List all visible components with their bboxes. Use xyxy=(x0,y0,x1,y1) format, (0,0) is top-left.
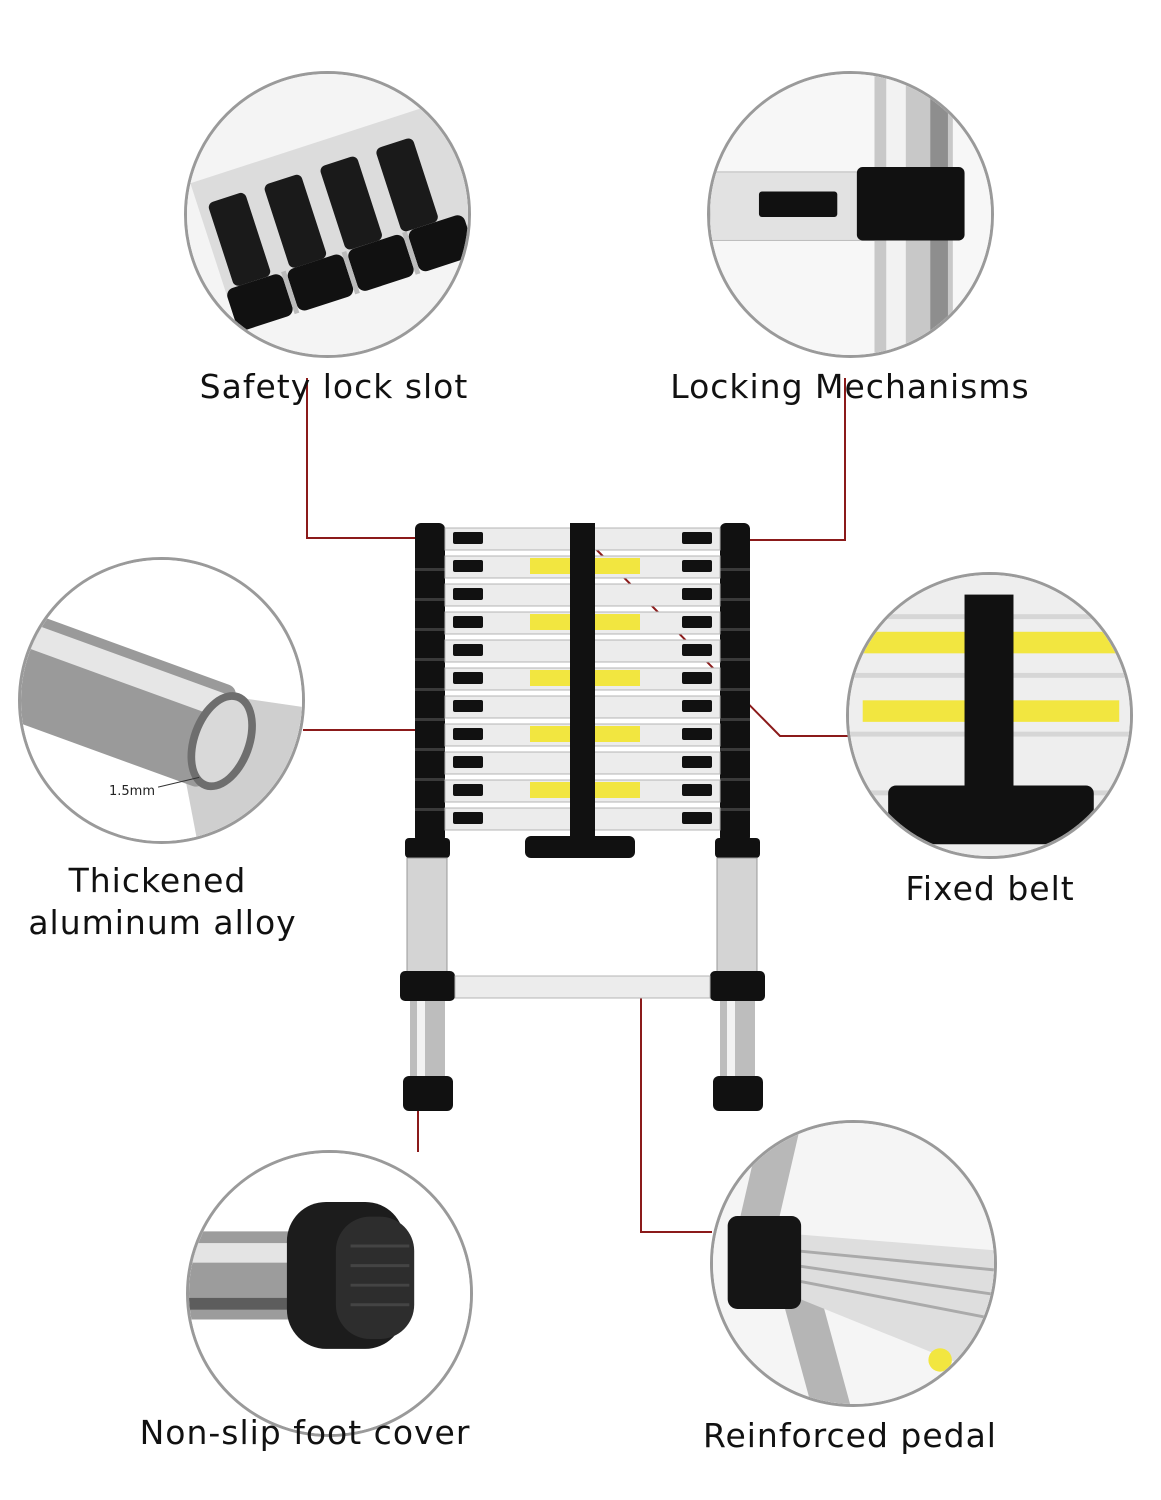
telescopic-ladder-image xyxy=(400,523,765,1111)
fixed-belt-detail-image xyxy=(846,572,1133,859)
reinforced-pedal-label: Reinforced pedal xyxy=(703,1416,997,1455)
fixed-belt-label: Fixed belt xyxy=(905,869,1075,908)
reinforced-pedal-detail-image xyxy=(710,1120,997,1407)
aluminum-alloy-label-line2: aluminum alloy xyxy=(28,903,297,942)
connector-safety-lock xyxy=(306,378,432,539)
locking-mechanism-detail-image xyxy=(707,71,994,358)
foot-cover-detail-image xyxy=(186,1150,473,1437)
aluminum-alloy-label-line1: Thickened xyxy=(68,861,247,900)
safety-lock-label: Safety lock slot xyxy=(199,367,469,406)
locking-mechanism-label: Locking Mechanisms xyxy=(670,367,1030,406)
thickness-dimension-text: 1.5mm xyxy=(109,784,156,799)
aluminum-alloy-detail-image: 1.5mm xyxy=(18,557,305,844)
foot-cover-label: Non-slip foot cover xyxy=(139,1413,471,1452)
connector-pedal xyxy=(640,985,712,1233)
safety-lock-detail-image xyxy=(184,71,471,358)
